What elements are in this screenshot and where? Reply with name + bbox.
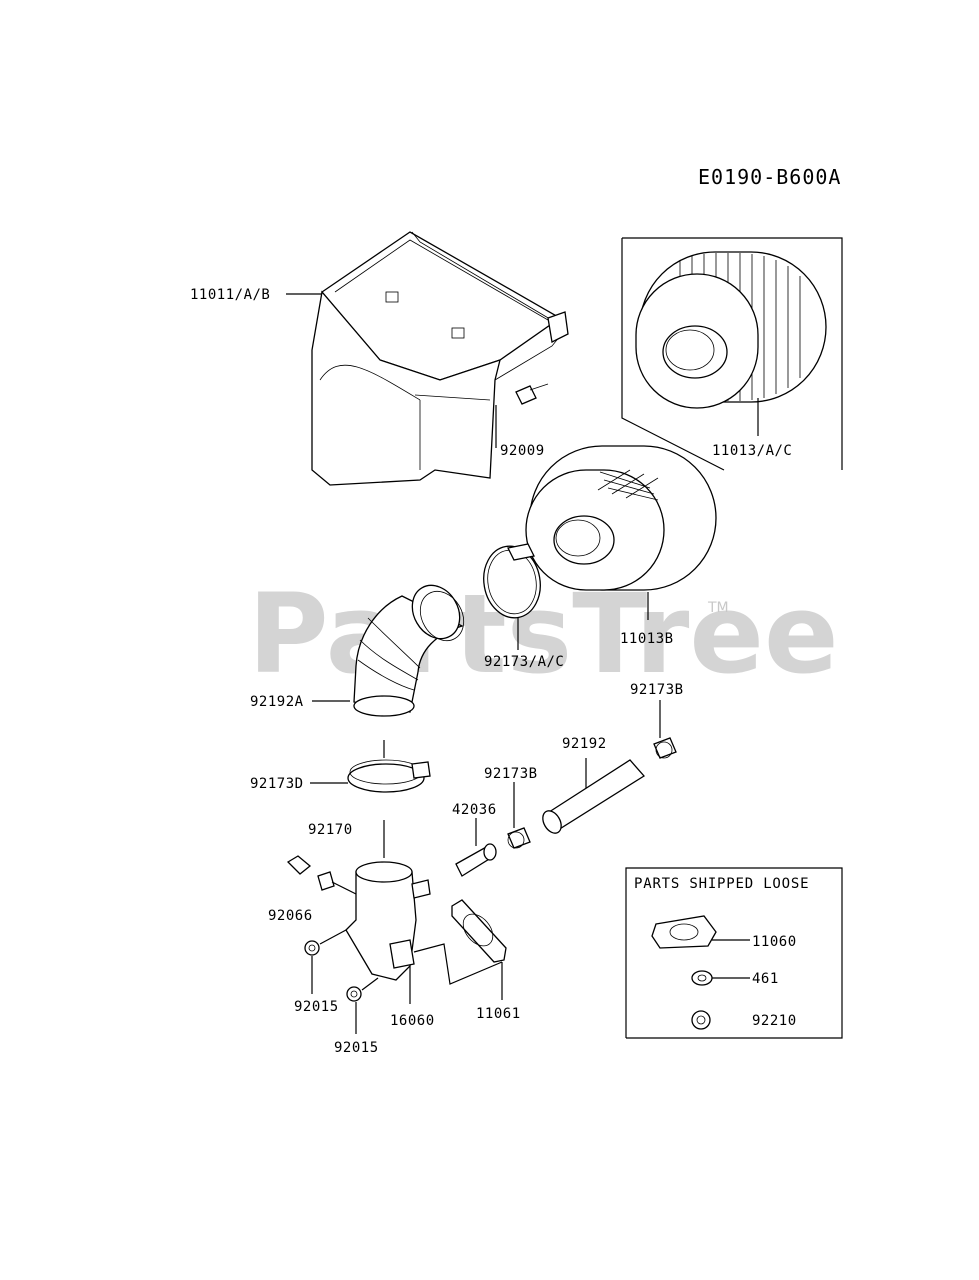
label-11013b: 11013B [620,631,674,647]
label-92170: 92170 [308,822,353,838]
part-hose-92192[interactable] [539,759,645,836]
part-clamp-92173b-upper[interactable] [653,737,677,759]
label-92173ac: 92173/A/C [484,654,564,670]
label-92173d: 92173D [250,776,304,792]
label-92192: 92192 [562,736,607,752]
label-92173b-lower: 92173B [484,766,538,782]
part-washer-461[interactable] [691,970,713,986]
watermark-tm: TM [707,600,729,616]
part-nut-92015-a[interactable] [304,940,320,956]
element-assembly-box [621,237,843,471]
part-air-cleaner-cover[interactable] [311,231,569,486]
label-11060: 11060 [752,934,797,950]
part-intake-pipe[interactable] [345,861,431,981]
label-92015-b: 92015 [334,1040,379,1056]
loose-box-title: PARTS SHIPPED LOOSE [634,876,809,892]
part-gasket-11060[interactable] [651,915,717,949]
label-92015-a: 92015 [294,999,339,1015]
label-92192a: 92192A [250,694,304,710]
part-clamp-92173ac[interactable] [478,542,546,623]
part-hose-92192a[interactable] [353,577,472,717]
part-nut-92015-b[interactable] [346,986,362,1002]
label-11013: 11013/A/C [712,443,792,459]
part-pre-cleaner[interactable] [525,445,717,591]
part-clamp-92173b-lower[interactable] [507,827,531,849]
parts-shipped-loose-box: PARTS SHIPPED LOOSE 11060 461 92210 [625,867,843,1039]
label-92210: 92210 [752,1013,797,1029]
label-92009: 92009 [500,443,545,459]
label-92066: 92066 [268,908,313,924]
part-clamp-92173d[interactable] [347,759,431,793]
part-nipple-42036[interactable] [455,843,497,877]
label-16060: 16060 [390,1013,435,1029]
label-92173b-upper: 92173B [630,682,684,698]
diagram-code: E0190-B600A [698,165,841,189]
part-fitting-92066[interactable] [286,855,335,891]
part-gasket-11061[interactable] [451,899,507,963]
watermark: PartsTree [248,570,839,698]
label-42036: 42036 [452,802,497,818]
part-element-assembly[interactable] [635,251,827,409]
label-11061: 11061 [476,1006,521,1022]
label-461: 461 [752,971,779,987]
part-nut-92210[interactable] [691,1010,711,1030]
label-11011: 11011/A/B [190,287,270,303]
